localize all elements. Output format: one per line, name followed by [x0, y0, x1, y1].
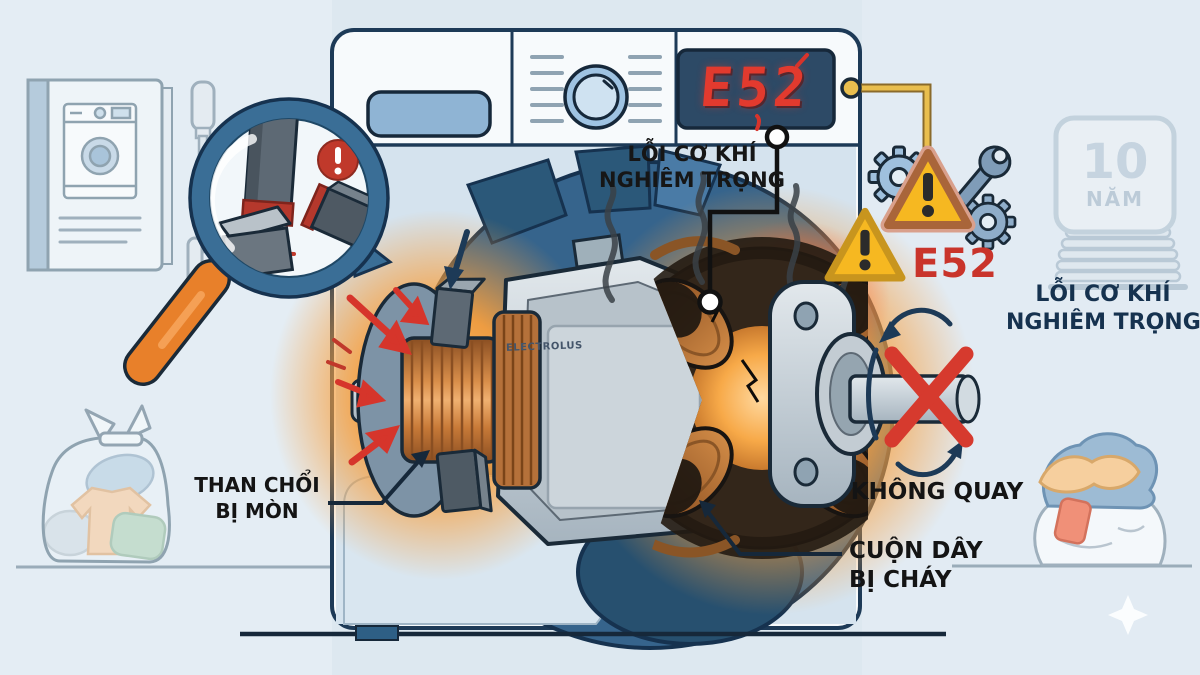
warranty-number: 10	[1081, 134, 1149, 190]
brush-label-line	[328, 460, 420, 505]
error-code-display: E52	[697, 55, 813, 119]
callout-dot	[840, 77, 862, 99]
right-error-line1: LỖI CƠ KHÍ	[1035, 282, 1171, 307]
center-error-line1: LỖI CƠ KHÍ	[627, 142, 757, 166]
worn-brushes-label: THAN CHỔI BỊ MÒN	[172, 472, 342, 524]
sparkle-icon	[1108, 595, 1148, 635]
magnifier-icon	[123, 97, 393, 386]
warranty-badge-text: 10 NĂM	[1056, 118, 1174, 232]
display-artifact	[795, 53, 809, 68]
no-rotation-icon	[866, 307, 974, 478]
detergent-drawer	[366, 90, 492, 138]
rotor-stack	[492, 310, 542, 490]
display-artifact	[755, 114, 761, 131]
no-spin-label: KHÔNG QUAY	[850, 479, 1024, 505]
commutator-assembly	[350, 277, 542, 518]
laundry-bag-icon	[41, 404, 171, 564]
worn-brushes-line1: THAN CHỔI	[194, 473, 320, 497]
burnt-coil-label: CUỘN DÂY BỊ CHÁY	[849, 537, 1009, 595]
spark-arrows	[326, 229, 470, 466]
manual-book-icon	[26, 78, 173, 272]
burnt-coil-line1: CUỘN DÂY	[849, 538, 983, 564]
red-x-icon	[884, 346, 974, 448]
machine-foot	[355, 625, 399, 641]
warranty-badge-icon	[1048, 115, 1188, 290]
laundry-pile-icon	[1033, 432, 1167, 635]
error-callout	[824, 77, 1017, 282]
burnt-coil-line2: BỊ CHÁY	[849, 567, 952, 593]
green-shirt-icon	[109, 511, 167, 561]
carbon-brush-bottom	[435, 448, 493, 514]
orange-sleeve-icon	[1053, 497, 1092, 545]
warning-triangle-icon	[824, 207, 906, 282]
warning-triangle-icon	[880, 145, 976, 233]
error-code-text: E52	[912, 241, 998, 287]
alert-circle-icon	[317, 139, 359, 181]
brush-pointer-arrow	[444, 229, 470, 290]
label-connectors	[328, 124, 842, 556]
worn-brushes-line2: BỊ MÒN	[215, 499, 299, 523]
bearing-plate	[768, 280, 981, 508]
center-error-line2: NGHIÊM TRỌNG	[599, 168, 785, 192]
tan-scarf-icon	[1038, 454, 1141, 494]
right-error-line2: NGHIÊM TRỌNG	[1006, 310, 1200, 335]
center-error-label: LỖI CƠ KHÍ NGHIÊM TRỌNG	[596, 141, 788, 193]
right-error-label: LỖI CƠ KHÍ NGHIÊM TRỌNG	[1006, 281, 1200, 337]
panel-markings	[530, 55, 662, 123]
crack-line	[740, 359, 760, 403]
carbon-brush-top	[429, 277, 486, 349]
warranty-unit: NĂM	[1085, 187, 1145, 211]
display-label-line	[707, 147, 780, 292]
coil-label-line	[706, 510, 842, 556]
